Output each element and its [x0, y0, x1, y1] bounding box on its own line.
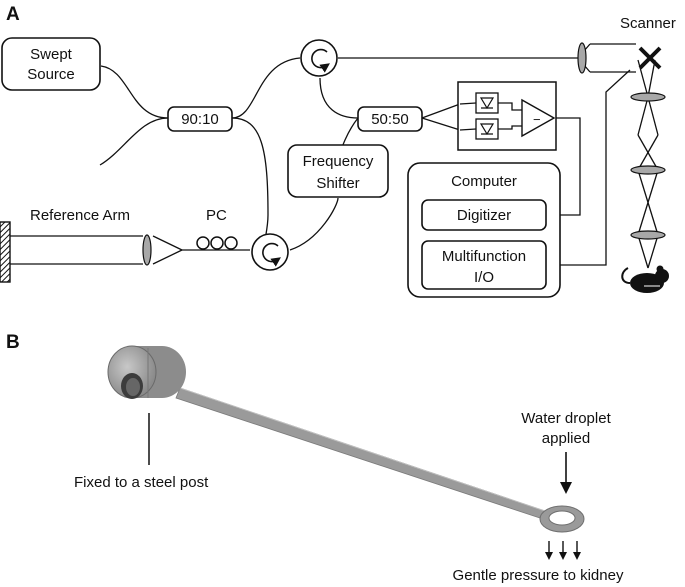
pc-label: PC — [206, 207, 227, 224]
multifunction-io-line1: Multifunction — [442, 248, 526, 265]
water-droplet-line2: applied — [542, 430, 590, 447]
digitizer-box — [421, 199, 547, 231]
gentle-pressure-label: Gentle pressure to kidney — [453, 567, 624, 584]
scanner-mirror-icon — [638, 46, 662, 70]
panel-b-label: B — [6, 332, 20, 353]
frequency-shifter-line1: Frequency — [303, 153, 374, 170]
coupler-90-10-label: 90:10 — [181, 111, 219, 128]
reference-arm-label: Reference Arm — [30, 207, 130, 224]
cantilever-beam — [175, 387, 549, 521]
balanced-detector: − — [457, 81, 557, 151]
pressure-arrows-icon — [545, 541, 581, 560]
reference-mirror — [0, 221, 11, 283]
water-droplet-line1: Water droplet — [521, 410, 611, 427]
scanner-label: Scanner — [620, 15, 676, 32]
frequency-shifter-box — [287, 144, 389, 198]
optical-fiber-paths — [10, 43, 636, 266]
mouse-icon — [621, 265, 669, 293]
digitizer-label: Digitizer — [457, 207, 511, 224]
circulator-top-icon — [300, 39, 338, 77]
minus-sign: − — [533, 112, 541, 127]
coupler-50-50-label: 50:50 — [371, 111, 409, 128]
photodiode-icon — [475, 92, 499, 114]
multifunction-io-line2: I/O — [474, 269, 494, 286]
photodiode-icon — [475, 118, 499, 140]
panel-a-label: A — [6, 4, 20, 25]
scan-lens-1 — [630, 92, 666, 102]
multifunction-io-box — [421, 240, 547, 290]
circulator-bottom-icon — [251, 233, 289, 271]
frequency-shifter-line2: Shifter — [316, 175, 359, 192]
cylindrical-mount — [107, 345, 186, 399]
computer-label: Computer — [451, 173, 517, 190]
fixed-to-post-label: Fixed to a steel post — [74, 474, 209, 491]
droplet-arrow-icon — [560, 452, 572, 494]
scan-lens-2 — [630, 165, 666, 175]
coupler-50-50 — [357, 106, 423, 132]
differential-amplifier-icon — [521, 98, 556, 138]
swept-source-box — [1, 37, 101, 91]
sample-arm-beam — [637, 59, 659, 269]
reference-lens — [142, 234, 152, 266]
lens-group — [142, 42, 666, 266]
objective-lens — [630, 230, 666, 240]
coupler-90-10 — [167, 106, 233, 132]
swept-source-line2: Source — [27, 66, 75, 83]
swept-source-line1: Swept — [30, 46, 73, 63]
polarization-controller-icon — [196, 236, 238, 250]
collimator-lens — [577, 42, 587, 74]
ring-tip — [539, 505, 585, 533]
